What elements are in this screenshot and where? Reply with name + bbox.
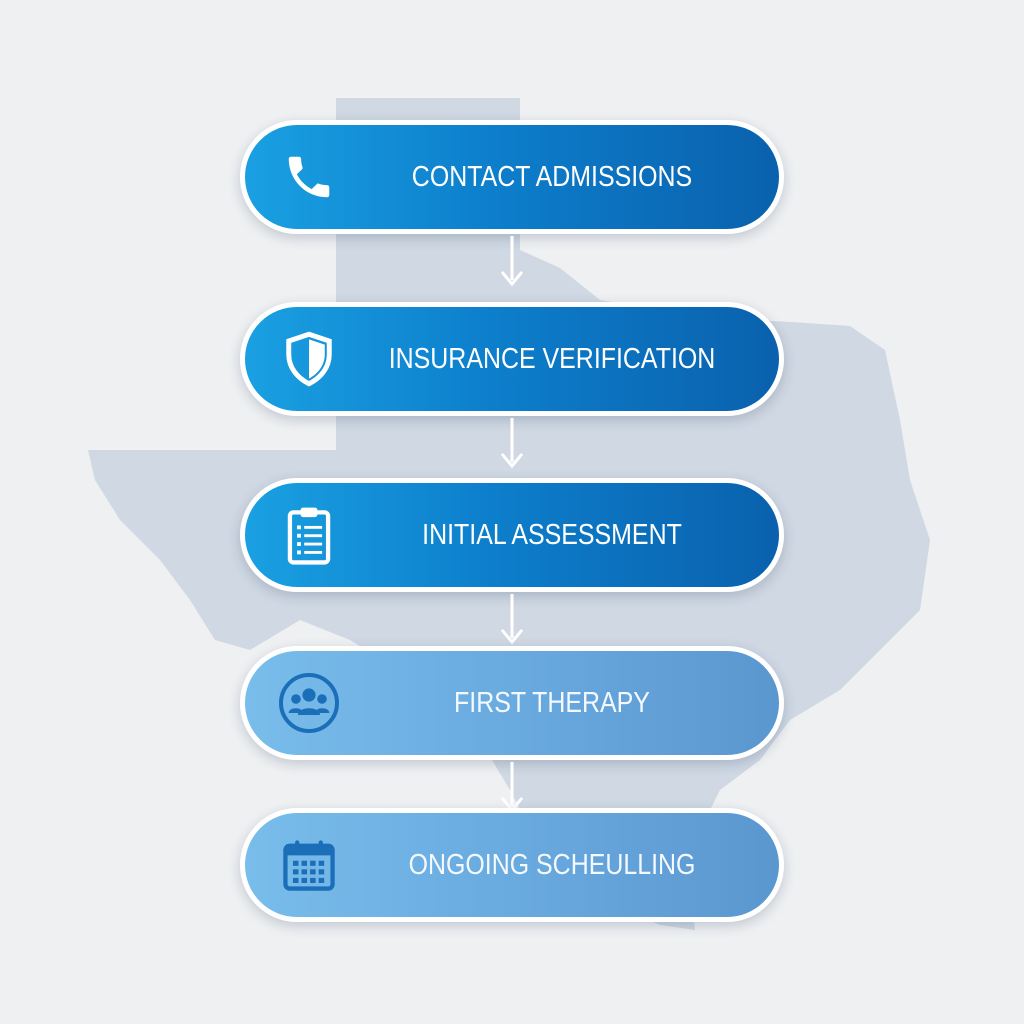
step-label: CONTACT ADMISSIONS	[411, 160, 693, 193]
step-label: ONGOING SCHEULLING	[408, 848, 696, 881]
step-first-therapy[interactable]: FIRST THERAPY	[240, 646, 784, 760]
down-arrow-icon	[500, 594, 524, 645]
down-arrow-icon	[500, 762, 524, 813]
clipboard-icon	[277, 503, 341, 567]
down-arrow-icon	[500, 236, 524, 287]
step-contact-admissions[interactable]: CONTACT ADMISSIONS	[240, 120, 784, 234]
group-people-icon	[277, 671, 341, 735]
step-initial-assessment[interactable]: INITIAL ASSESSMENT	[240, 478, 784, 592]
step-ongoing-scheduling[interactable]: ONGOING SCHEULLING	[240, 808, 784, 922]
step-insurance-verification[interactable]: INSURANCE VERIFICATION	[240, 302, 784, 416]
shield-icon	[277, 327, 341, 391]
calendar-icon	[277, 833, 341, 897]
step-label: FIRST THERAPY	[454, 686, 650, 719]
step-label: INITIAL ASSESSMENT	[422, 518, 682, 551]
phone-icon	[277, 145, 341, 209]
step-label: INSURANCE VERIFICATION	[388, 342, 716, 375]
down-arrow-icon	[500, 418, 524, 469]
